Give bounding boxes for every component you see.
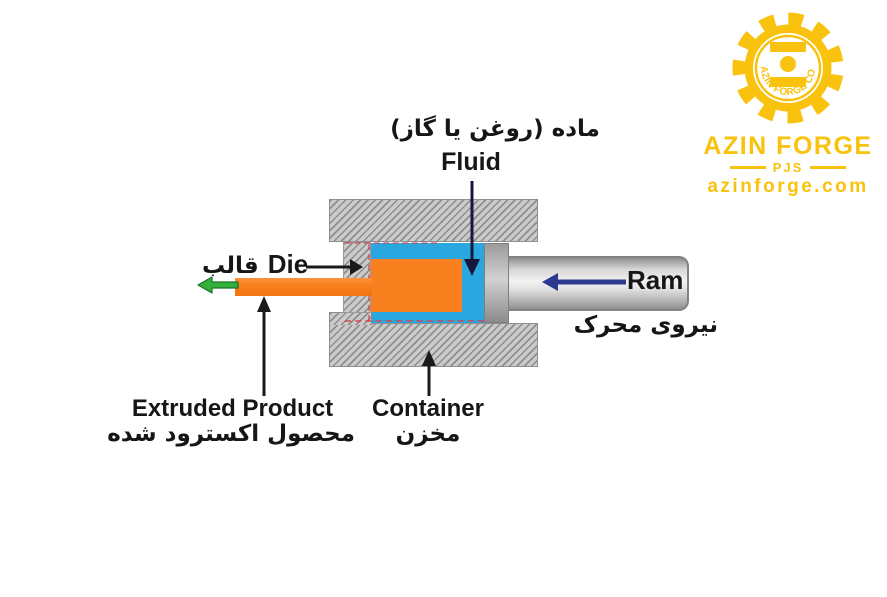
- company-logo: AZIN FORGE CO. AZIN FORGE PJS azinforge.…: [688, 4, 887, 196]
- logo-suffix: PJS: [772, 160, 804, 175]
- die-label: قالب Die: [202, 249, 308, 280]
- logo-website: azinforge.com: [707, 176, 869, 197]
- fluid-label-en: Fluid: [441, 148, 501, 176]
- seal-line-bottom: [345, 320, 484, 322]
- container-bottom-lip: [329, 312, 372, 325]
- press-bottom-bar-icon: [770, 77, 806, 87]
- logo-company-name: AZIN FORGE: [703, 132, 873, 160]
- die-label-en: Die: [267, 249, 309, 279]
- die-label-fa: قالب: [202, 253, 259, 279]
- extruded-product-pointer-arrow-icon: [257, 296, 271, 396]
- die-pointer-arrow-icon: [306, 259, 363, 275]
- logo-right-rule: [810, 166, 847, 169]
- container-label-fa: مخزن: [395, 421, 461, 447]
- container-pointer-arrow-icon: [422, 350, 436, 396]
- seal-line-top: [345, 242, 437, 244]
- gear-press-logo-icon: AZIN FORGE CO.: [724, 4, 844, 124]
- extruded-product-label-fa: محصول اکسترود شده: [107, 421, 355, 447]
- ram-label-fa: نیروی محرک: [573, 312, 718, 338]
- logo-suffix-row: PJS: [688, 161, 887, 174]
- container-label-en: Container: [371, 395, 484, 422]
- extruded-rod: [235, 278, 372, 296]
- container-top-block: [329, 199, 538, 242]
- logo-left-rule: [729, 166, 766, 169]
- ram-head: [484, 243, 509, 323]
- fluid-pointer-arrow-icon: [464, 181, 480, 276]
- billet: [371, 259, 462, 312]
- die-block: [343, 242, 371, 313]
- press-workpiece-icon: [780, 56, 796, 72]
- ram-force-arrow-icon: [542, 273, 626, 291]
- press-top-bar-icon: [770, 42, 806, 52]
- fluid-label-fa: ماده (روغن یا گاز): [390, 116, 600, 142]
- ram-label-en: Ram: [627, 265, 684, 295]
- exit-direction-arrow-icon: [197, 276, 239, 294]
- container-bottom-block: [329, 323, 538, 367]
- extruded-product-label-en: Extruded Product: [131, 395, 334, 422]
